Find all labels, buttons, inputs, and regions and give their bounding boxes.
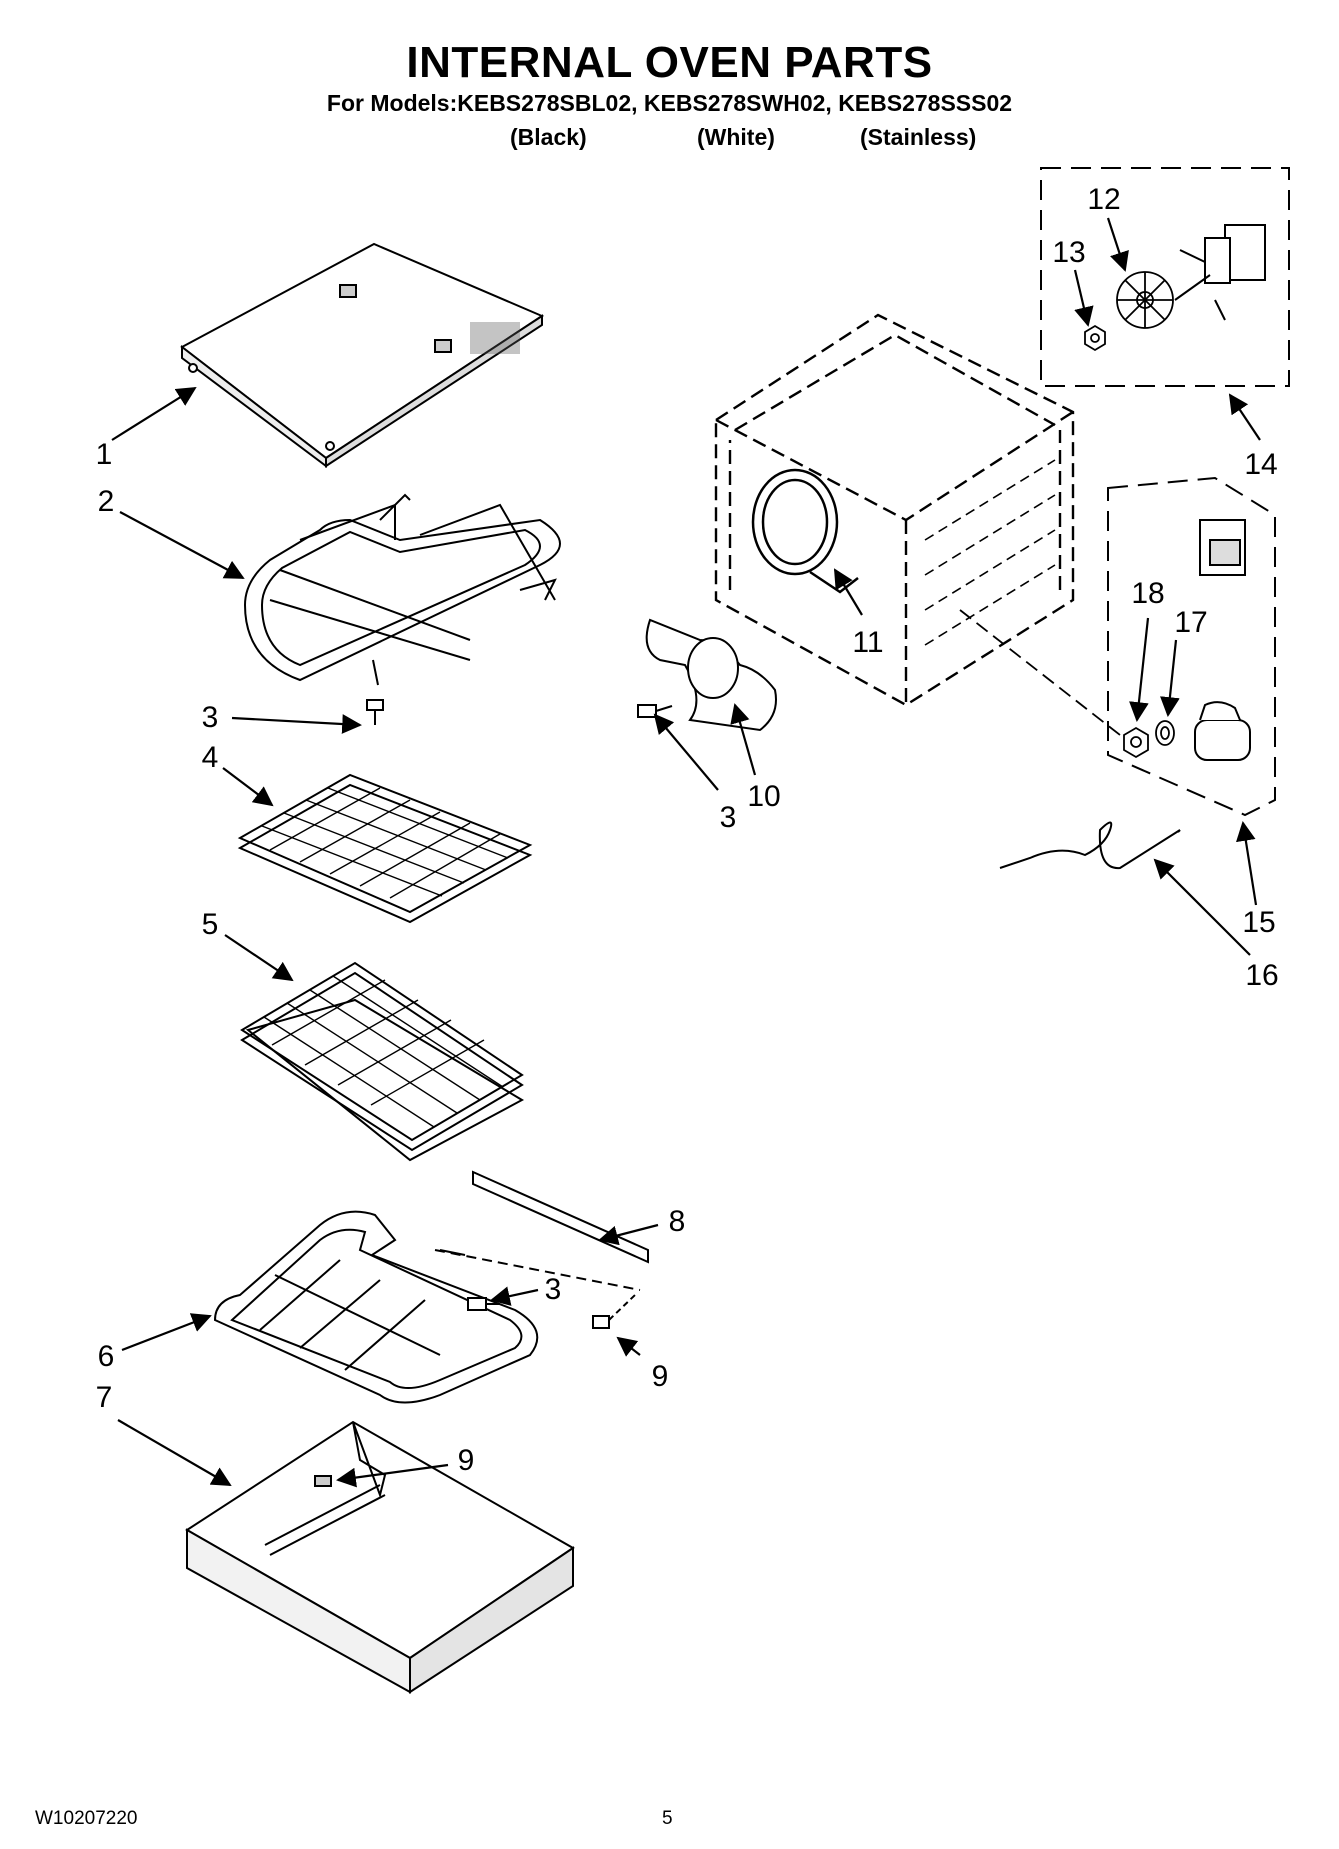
part-17-washer: [1155, 720, 1175, 746]
part-10-fan-cover: [645, 618, 777, 732]
callout-10: 10: [747, 780, 781, 813]
callout-4: 4: [201, 741, 219, 774]
callout-1: 1: [95, 438, 113, 471]
variant-stainless: (Stainless): [860, 124, 977, 150]
document-code: W10207220: [35, 1808, 138, 1829]
callout-6: 6: [97, 1340, 115, 1373]
part-7-tray: [185, 1420, 575, 1694]
part-3-screw-lower: [637, 704, 673, 718]
leader-arrows: [111, 217, 1261, 1488]
part-13-nut: [1084, 324, 1106, 352]
page-number: 5: [662, 1808, 673, 1829]
fan-motor: [1174, 224, 1266, 321]
callout-2: 2: [97, 485, 115, 518]
part-5-sliding-rack: [240, 961, 525, 1162]
oven-cavity: [714, 313, 1075, 707]
part-3-screw-upper: [366, 699, 384, 725]
callout-8: 8: [668, 1205, 686, 1238]
part-1-top-panel: [180, 242, 545, 468]
callout-7: 7: [95, 1381, 113, 1414]
callout-3-upper: 3: [201, 701, 219, 734]
callout-12: 12: [1087, 183, 1121, 216]
part-18-nut: [1123, 726, 1149, 759]
callout-13: 13: [1052, 236, 1086, 269]
callout-3-middle: 3: [544, 1273, 562, 1306]
part-8-bracket: [434, 1170, 649, 1291]
part-9-screw-right: [592, 1294, 636, 1329]
callout-5: 5: [201, 908, 219, 941]
part-12-fan-blade: [1116, 271, 1174, 329]
part-2-broil-element: [243, 493, 561, 686]
rotisserie-leader-line: [959, 609, 1121, 736]
callout-3-lower: 3: [719, 801, 737, 834]
part-6-bake-element: [213, 1210, 539, 1404]
callout-9-lower: 9: [457, 1444, 475, 1477]
variant-white: (White): [697, 124, 775, 150]
part-15-rotisserie-group: [1107, 476, 1276, 817]
callout-11: 11: [852, 626, 884, 659]
callout-16: 16: [1245, 959, 1279, 992]
models-subtitle: For Models:KEBS278SBL02, KEBS278SWH02, K…: [326, 90, 1013, 116]
cavity-detail-lines: [924, 459, 1056, 646]
callout-17: 17: [1174, 606, 1208, 639]
variant-black: (Black): [510, 124, 587, 150]
callout-14: 14: [1244, 448, 1278, 481]
part-4-oven-rack: [237, 773, 533, 924]
callout-18: 18: [1131, 577, 1165, 610]
callout-9-right: 9: [651, 1360, 669, 1393]
part-16-meat-probe: [999, 821, 1181, 870]
callout-15: 15: [1242, 906, 1276, 939]
part-14-fan-motor-group: [1040, 167, 1290, 387]
part-11-convection-element: [751, 468, 859, 594]
page-title: INTERNAL OVEN PARTS: [406, 38, 933, 87]
rotisserie-motor: [1194, 519, 1251, 761]
